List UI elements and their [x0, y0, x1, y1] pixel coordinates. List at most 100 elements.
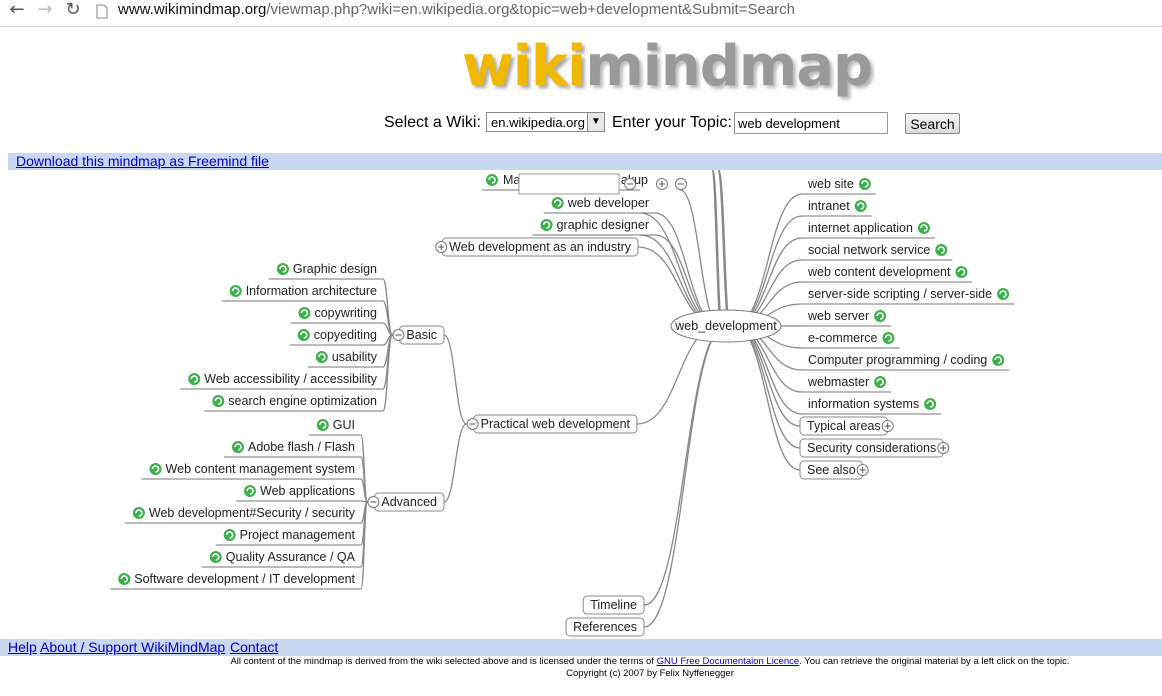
node-advanced[interactable]: Advanced: [381, 495, 437, 509]
node-server-side-scripting-server-side-refresh-icon[interactable]: [997, 288, 1010, 300]
node-web-developer-refresh-icon[interactable]: [551, 197, 564, 209]
node-web-content-development-refresh-icon[interactable]: [955, 266, 968, 278]
node-gui-refresh-icon[interactable]: [316, 419, 329, 431]
expand-see-also[interactable]: [856, 464, 869, 476]
node-graphic-designer[interactable]: graphic designer: [557, 218, 649, 232]
node-computer-programming-coding[interactable]: Computer programming / coding: [808, 353, 987, 367]
node-webmaster-refresh-icon[interactable]: [874, 376, 887, 388]
search-button[interactable]: Search: [905, 113, 960, 134]
collapse-practical[interactable]: [466, 418, 479, 430]
node-search-engine-optimization-refresh-icon[interactable]: [212, 395, 225, 407]
node-quality-assurance-qa-refresh-icon[interactable]: [209, 551, 222, 563]
collapse-icon-b[interactable]: [675, 178, 687, 190]
node-adobe-flash-flash[interactable]: Adobe flash / Flash: [248, 440, 355, 454]
refresh-icon-arrow: [937, 246, 946, 254]
node-e-commerce[interactable]: e-commerce: [808, 331, 878, 345]
node-search-engine-optimization[interactable]: search engine optimization: [228, 394, 377, 408]
node-graphic-design-refresh-icon[interactable]: [276, 263, 289, 275]
node-adobe-flash-flash-refresh-icon[interactable]: [231, 441, 244, 453]
node-web-developer[interactable]: web developer: [567, 196, 649, 210]
collapse-basic[interactable]: [392, 329, 405, 341]
node-web-applications-refresh-icon[interactable]: [244, 485, 257, 497]
center-node[interactable]: web_development: [674, 319, 777, 333]
node-information-systems[interactable]: information systems: [808, 397, 919, 411]
logo-part-mindmap: mindmap: [585, 34, 873, 99]
node-web-server-refresh-icon[interactable]: [874, 310, 887, 322]
about-link[interactable]: About / Support WikiMindMap: [40, 639, 226, 655]
node-webmaster[interactable]: webmaster: [807, 375, 869, 389]
expand-security-considerations[interactable]: [937, 442, 950, 454]
node-web-development-security-security-refresh-icon[interactable]: [132, 507, 145, 519]
node-software-development-it-development-refresh-icon[interactable]: [118, 573, 131, 585]
download-freemind-link[interactable]: Download this mindmap as Freemind file: [16, 153, 269, 169]
node-see-also[interactable]: See also: [807, 463, 856, 477]
node-copyediting-refresh-icon[interactable]: [297, 329, 310, 341]
node-usability[interactable]: usability: [332, 350, 378, 364]
contact-link[interactable]: Contact: [230, 639, 279, 655]
address-bar[interactable]: www.wikimindmap.org/viewmap.php?wiki=en.…: [118, 0, 795, 22]
gfdl-link[interactable]: GNU Free Documentaion Licence: [656, 656, 800, 667]
help-link[interactable]: Help: [8, 639, 37, 655]
node-graphic-design[interactable]: Graphic design: [293, 262, 377, 276]
node-computer-programming-coding-refresh-icon[interactable]: [992, 354, 1005, 366]
node-web-applications[interactable]: Web applications: [260, 484, 355, 498]
node-typical-areas[interactable]: Typical areas: [807, 419, 881, 433]
expand-web-development-as-an-industry[interactable]: [435, 241, 448, 253]
node-e-commerce-refresh-icon[interactable]: [882, 332, 895, 344]
collapse-advanced[interactable]: [367, 496, 380, 508]
node-top-partial-a[interactable]: Ma: [503, 173, 520, 187]
node-intranet-refresh-icon[interactable]: [854, 200, 867, 212]
forward-arrow-icon[interactable]: →: [37, 0, 53, 20]
node-server-side-scripting-server-side[interactable]: server-side scripting / server-side: [808, 287, 992, 301]
node-copywriting-refresh-icon[interactable]: [298, 307, 311, 319]
node-project-management[interactable]: Project management: [240, 528, 356, 542]
node-references[interactable]: References: [573, 620, 637, 634]
node-copywriting[interactable]: copywriting: [314, 306, 377, 320]
reload-icon[interactable]: ↻: [65, 0, 81, 20]
edge-basic: [443, 334, 467, 425]
wiki-select[interactable]: en.wikipedia.org ▼: [486, 112, 605, 132]
node-software-development-it-development[interactable]: Software development / IT development: [134, 572, 355, 586]
edge-intranet: [733, 215, 803, 327]
node-internet-application-refresh-icon[interactable]: [917, 222, 930, 234]
node-top-partial-refresh-icon[interactable]: [486, 174, 498, 186]
node-security-considerations[interactable]: Security considerations: [807, 441, 936, 455]
node-social-network-service[interactable]: social network service: [808, 243, 930, 257]
node-usability-refresh-icon[interactable]: [315, 351, 328, 363]
node-gui[interactable]: GUI: [333, 418, 355, 432]
node-timeline[interactable]: Timeline: [590, 598, 637, 612]
refresh-icon-disc: [315, 351, 328, 363]
back-arrow-icon[interactable]: ←: [9, 0, 25, 20]
collapse-icon-a[interactable]: [624, 178, 636, 190]
node-web-development-as-an-industry[interactable]: Web development as an industry: [449, 240, 632, 254]
node-information-systems-refresh-icon[interactable]: [924, 398, 937, 410]
node-intranet[interactable]: intranet: [808, 199, 850, 213]
node-information-architecture[interactable]: Information architecture: [246, 284, 377, 298]
node-basic[interactable]: Basic: [406, 328, 437, 342]
expand-icon[interactable]: [656, 178, 668, 190]
node-quality-assurance-qa[interactable]: Quality Assurance / QA: [226, 550, 356, 564]
refresh-icon-disc: [212, 395, 225, 407]
node-graphic-designer-refresh-icon[interactable]: [540, 219, 553, 231]
node-project-management-refresh-icon[interactable]: [223, 529, 236, 541]
node-web-site-refresh-icon[interactable]: [858, 178, 871, 190]
node-web-accessibility-accessibility-refresh-icon[interactable]: [188, 373, 201, 385]
node-practical-web-development[interactable]: Practical web development: [481, 417, 631, 431]
expand-typical-areas[interactable]: [881, 420, 894, 432]
mindmap-canvas[interactable]: web site intranet internet application soci…: [0, 170, 1162, 638]
node-copyediting[interactable]: copyediting: [314, 328, 377, 342]
edge-software-development-it-development: [360, 501, 369, 590]
license-text-after: . You can retrieve the original material…: [799, 656, 1070, 667]
node-internet-application[interactable]: internet application: [808, 221, 913, 235]
dropdown-arrow-icon[interactable]: ▼: [587, 113, 604, 131]
node-web-content-management-system-refresh-icon[interactable]: [149, 463, 162, 475]
topic-input[interactable]: [734, 112, 888, 134]
node-web-server[interactable]: web server: [807, 309, 869, 323]
node-web-content-development[interactable]: web content development: [807, 265, 951, 279]
node-social-network-service-refresh-icon[interactable]: [935, 244, 948, 256]
node-information-architecture-refresh-icon[interactable]: [229, 285, 242, 297]
node-web-accessibility-accessibility[interactable]: Web accessibility / accessibility: [204, 372, 377, 386]
node-web-content-management-system[interactable]: Web content management system: [166, 462, 355, 476]
node-web-site[interactable]: web site: [807, 177, 854, 191]
node-web-development-security-security[interactable]: Web development#Security / security: [149, 506, 356, 520]
